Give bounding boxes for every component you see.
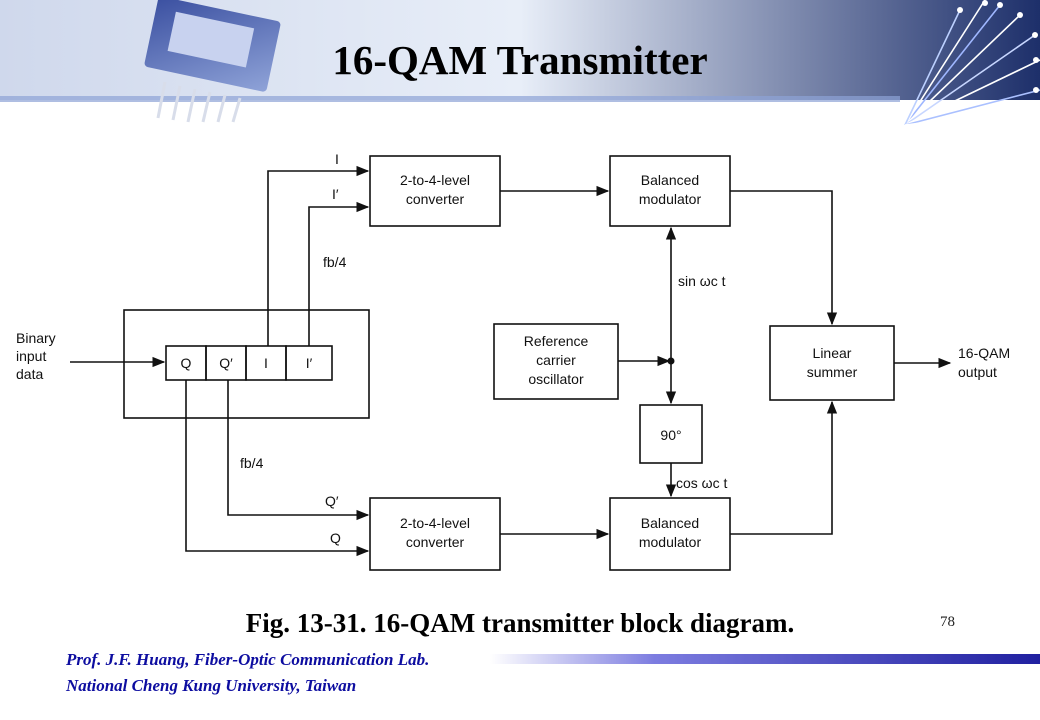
signal-i-label: I [335,151,339,167]
header-banner [0,0,1040,125]
chip-icon [144,0,281,123]
converter-top-line1: 2-to-4-level [400,172,470,188]
footer-line2: National Cheng Kung University, Taiwan [66,676,357,695]
cos-label: cos ωc t [676,475,727,491]
fiber-optic-icon [904,0,1040,125]
signal-q-prime-label: Q′ [325,493,339,509]
register-cell-q-prime-label: Q′ [219,355,233,371]
junction-dot [667,357,675,365]
signal-q-label: Q [330,530,341,546]
register-frame [123,309,370,419]
footer-gradient-bar [490,654,1040,664]
rate-top-label: fb/4 [323,254,347,270]
converter-bottom-line1: 2-to-4-level [400,515,470,531]
sin-label: sin ωc t [678,273,726,289]
rate-bottom-label: fb/4 [240,455,264,471]
converter-bottom-line2: converter [406,534,465,550]
phase-shift-label: 90° [660,427,681,443]
output-label-line2: output [958,364,997,380]
slide-title: 16-QAM Transmitter [332,37,708,83]
summer-block [769,325,895,401]
block-diagram: Binary input data Q Q′ I I′ 2-to-4-level… [16,151,1010,571]
register-cell-i-prime-label: I′ [306,355,313,371]
input-label-line2: input [16,348,46,364]
summer-line2: summer [807,364,858,380]
converter-top-line2: converter [406,191,465,207]
summer-line1: Linear [813,345,852,361]
oscillator-line1: Reference [524,333,589,349]
oscillator-line2: carrier [536,352,576,368]
input-label-line3: data [16,366,43,382]
modulator-bottom-line2: modulator [639,534,702,550]
register-cell-q-label: Q [181,355,192,371]
modulator-top-line2: modulator [639,191,702,207]
modulator-bottom-line1: Balanced [641,515,699,531]
footer-line1: Prof. J.F. Huang, Fiber-Optic Communicat… [66,650,430,669]
modulator-top-line1: Balanced [641,172,699,188]
page-number: 78 [940,614,955,630]
register-cell-i-label: I [264,355,268,371]
input-label-line1: Binary [16,330,56,346]
output-label-line1: 16-QAM [958,345,1010,361]
figure-caption: Fig. 13-31. 16-QAM transmitter block dia… [245,608,795,638]
signal-i-prime-label: I′ [332,186,339,202]
oscillator-line3: oscillator [528,371,584,387]
